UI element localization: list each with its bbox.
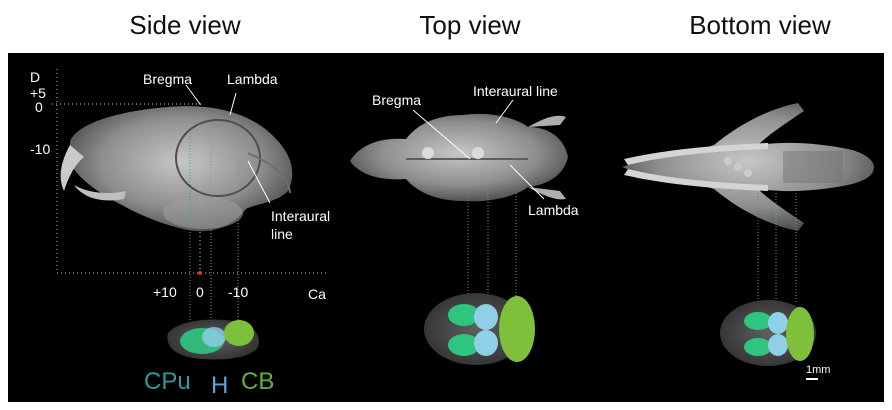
legend-h: H: [211, 372, 228, 399]
image-panel: D +5 0 -10 +10 0 -10 Ca Bregma Lambda In…: [8, 53, 884, 402]
bottom-view-title: Bottom view: [689, 10, 831, 40]
side-bregma-label: Bregma: [143, 71, 192, 87]
tick-minus10-v: -10: [30, 141, 50, 157]
bottom-view: 1mm: [622, 103, 874, 380]
legend-cpu: CPu: [144, 368, 191, 395]
side-interaural-label-2: line: [271, 226, 293, 242]
skull-bottom: [622, 103, 874, 231]
side-interaural-label-1: Interaural: [271, 208, 330, 224]
skull-side: [60, 106, 293, 232]
skull-top: [350, 113, 568, 202]
scale-bar-label: 1mm: [806, 364, 830, 376]
side-view-title: Side view: [129, 10, 241, 40]
side-lambda-label: Lambda: [227, 71, 278, 87]
tick-plus10-h: +10: [153, 284, 177, 300]
tick-0-h: 0: [196, 284, 204, 300]
brain-side: [167, 319, 259, 360]
axis-ca-label: Ca: [308, 286, 326, 302]
legend-cb: CB: [241, 368, 274, 395]
top-view-title: Top view: [419, 10, 521, 40]
tick-plus5: +5: [30, 85, 46, 101]
top-lambda-label: Lambda: [528, 202, 579, 218]
figure-svg: D +5 0 -10 +10 0 -10 Ca Bregma Lambda In…: [30, 69, 874, 399]
side-view: D +5 0 -10 +10 0 -10 Ca Bregma Lambda In…: [30, 69, 330, 399]
brain-top: [424, 293, 535, 365]
interaural-pointer-side: [247, 160, 271, 204]
bregma-pointer: [185, 84, 201, 105]
axis-d-label: D: [30, 69, 40, 85]
top-bregma-pointer: [412, 109, 471, 160]
top-bregma-label: Bregma: [372, 92, 421, 108]
origin-marker: [198, 271, 202, 275]
top-interaural-pointer: [495, 99, 514, 124]
top-view: Bregma Interaural line Lambda: [350, 83, 579, 365]
brain-bottom: [720, 300, 816, 366]
top-lambda-pointer: [509, 164, 545, 200]
lambda-pointer: [229, 92, 237, 116]
top-interaural-label: Interaural line: [473, 83, 558, 99]
tick-0-v: 0: [35, 99, 43, 115]
